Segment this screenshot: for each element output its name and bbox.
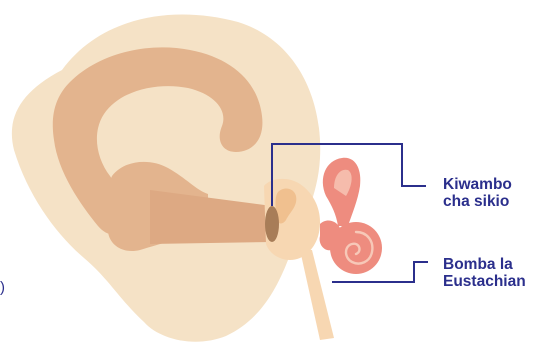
- eardrum-label-line1: Kiwambo: [443, 176, 512, 193]
- eardrum: [265, 206, 279, 242]
- left-edge-fragment: ): [0, 279, 5, 296]
- semicircular-canals: [323, 158, 361, 226]
- eustachian-tube: [300, 250, 334, 340]
- eustachian-label-line2: Eustachian: [443, 273, 526, 290]
- eustachian-label-line1: Bomba la: [443, 256, 526, 273]
- eardrum-label-line2: cha sikio: [443, 193, 512, 210]
- eardrum-label: Kiwambo cha sikio: [443, 176, 512, 210]
- cochlea: [320, 221, 382, 274]
- eustachian-label: Bomba la Eustachian: [443, 256, 526, 290]
